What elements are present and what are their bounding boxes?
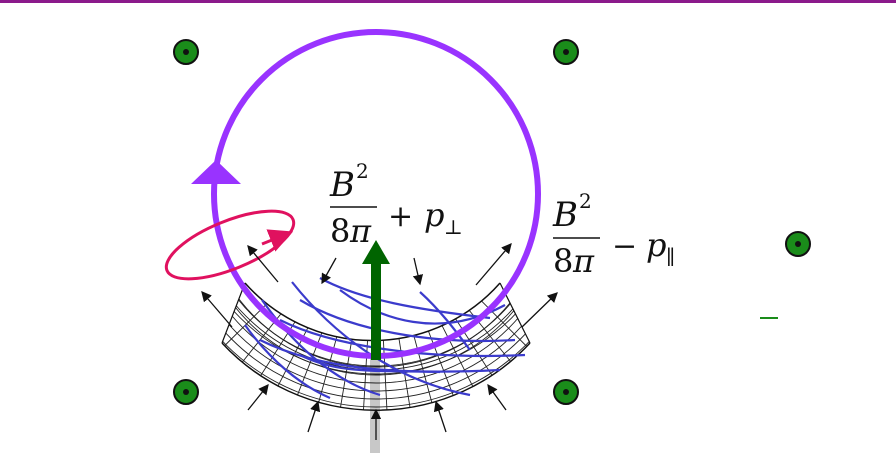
dot-in-circle-icon — [553, 39, 579, 65]
parallel-pressure-label: B 2 8 π − p ∥ — [552, 189, 675, 280]
dot-in-circle-icon — [173, 39, 199, 65]
left-denominator-pi: π — [349, 212, 372, 250]
left-operator: + — [388, 199, 413, 234]
force-arrows-inward-bottom — [247, 383, 507, 440]
dot-in-circle-icon — [173, 379, 199, 405]
right-exponent: 2 — [579, 189, 592, 213]
dot-in-circle-icon — [785, 231, 811, 257]
right-denominator-num: 8 — [553, 242, 573, 280]
right-denominator-pi: π — [572, 242, 595, 280]
top-rule — [0, 0, 896, 3]
right-subscript: ∥ — [666, 245, 675, 269]
force-arrows-inward-top — [321, 257, 424, 286]
dot-in-circle-icon — [553, 379, 579, 405]
small-loop-arrowhead-icon — [261, 229, 294, 252]
right-term: p — [646, 226, 666, 264]
left-exponent: 2 — [356, 159, 369, 183]
vector-arrow — [362, 240, 390, 360]
left-term: p — [424, 196, 444, 234]
vertical-rod — [370, 355, 380, 453]
right-numerator: B — [552, 195, 578, 235]
left-subscript: ⊥ — [444, 215, 463, 239]
field-lines — [244, 277, 526, 400]
left-numerator: B — [329, 165, 355, 205]
left-denominator-num: 8 — [330, 212, 350, 250]
small-loop — [164, 209, 296, 281]
force-arrows-outward — [201, 243, 558, 328]
perpendicular-pressure-label: B 2 8 π + p ⊥ — [329, 159, 463, 250]
right-operator: − — [612, 229, 637, 264]
triangle-arrowhead-icon — [191, 160, 241, 184]
